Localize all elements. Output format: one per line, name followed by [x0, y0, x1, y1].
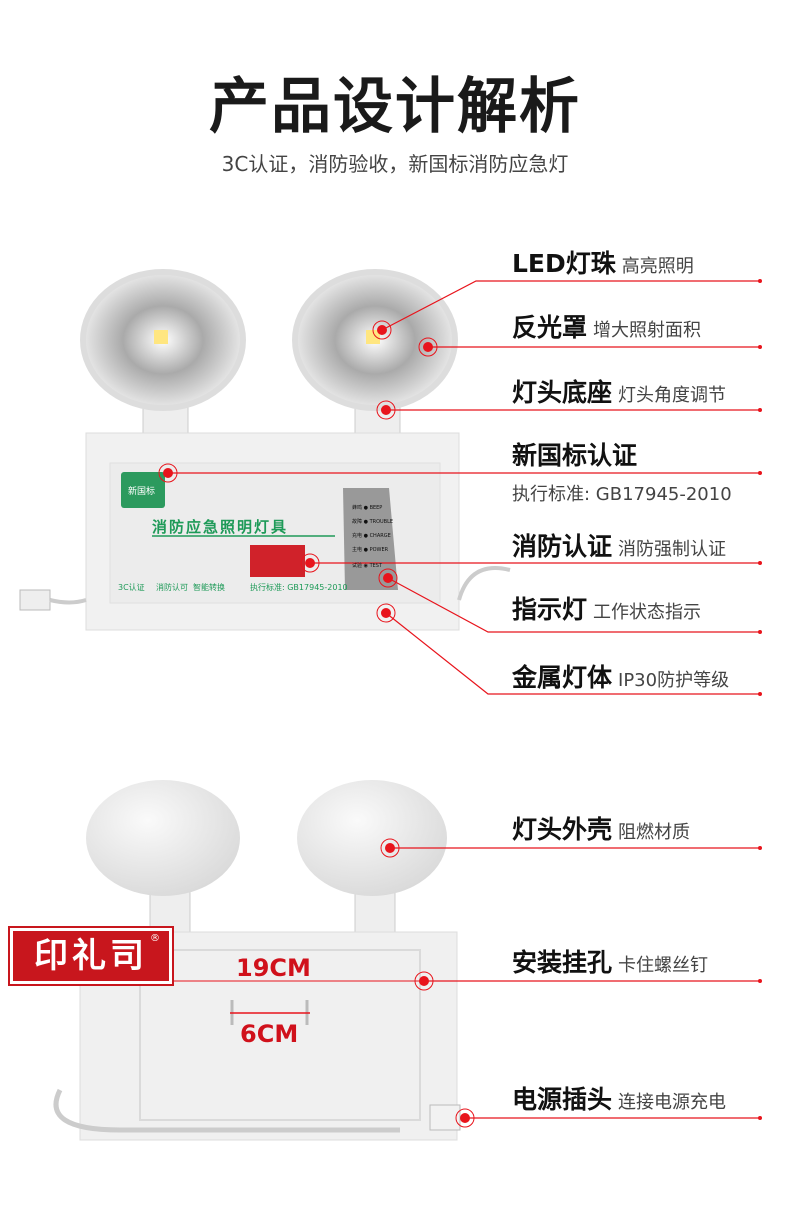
callout-reflector: 反光罩增大照射面积	[512, 313, 702, 342]
callout-fire-cert: 消防认证消防强制认证	[512, 532, 727, 561]
new-standard-badge: 新国标	[128, 487, 156, 497]
indicator-charge: 充电 ● CHARGE	[352, 533, 391, 539]
callout-lines	[168, 280, 760, 1119]
width-dimension: 19CM	[236, 954, 311, 982]
shell-left	[86, 780, 240, 896]
indicator-trouble: 故障 ● TROUBLE	[352, 519, 394, 525]
callout-new-standard: 新国标认证执行标准: GB17945-2010	[512, 441, 732, 505]
indicator-beep: 蜂鸣 ● BEEP	[352, 505, 383, 511]
callout-lamp-base: 灯头底座灯头角度调节	[512, 378, 727, 407]
callout-power-plug: 电源插头连接电源充电	[512, 1085, 727, 1114]
page-subtitle: 3C认证，消防验收，新国标消防应急灯	[221, 152, 569, 176]
standard-label: 执行标准: GB17945-2010	[250, 583, 348, 592]
page-title: 产品设计解析	[209, 72, 581, 142]
shell-right	[297, 780, 447, 896]
registered-mark: ®	[150, 933, 160, 944]
callout-mount-hole: 安装挂孔卡住螺丝钉	[512, 948, 709, 977]
test-button: 试验 ◉ TEST	[352, 563, 383, 569]
product-name: 消防应急照明灯具	[152, 518, 289, 536]
brand-logo: 印礼司	[8, 926, 174, 986]
upper-product	[19, 269, 511, 631]
callout-led-beads: LED灯珠高亮照明	[512, 249, 694, 278]
cert-smart: 智能转换	[193, 583, 225, 592]
callout-lamp-shell: 灯头外壳阻燃材质	[512, 815, 691, 844]
callout-indicator: 指示灯工作状态指示	[512, 595, 702, 624]
callout-dots	[158, 279, 762, 1128]
hole-spacing-dimension: 6CM	[240, 1020, 299, 1048]
indicator-power: 主电 ● POWER	[352, 547, 389, 553]
cert-fire: 消防认可	[156, 583, 188, 592]
cert-3c: 3C认证	[118, 583, 145, 592]
